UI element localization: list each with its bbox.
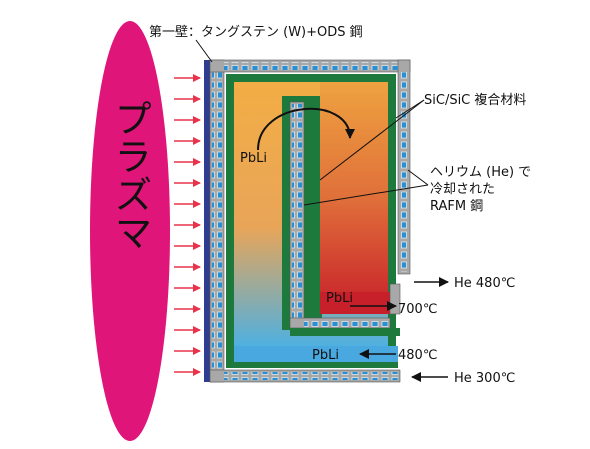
inlet-bottom-green: [226, 362, 398, 368]
he-cooled-line2: 冷却された: [430, 182, 495, 197]
he-inlet-label: He 300℃: [454, 371, 515, 386]
plasma-ellipse: [90, 21, 170, 441]
first-wall-armor: [204, 60, 210, 382]
he-cooled-leader-1: [407, 169, 429, 186]
first-wall-label: 第一壁：タングステン (W)+ODS 鋼: [149, 25, 363, 40]
sic-label: SiC/SiC 複合材料: [424, 92, 526, 108]
divider-foot-green: [290, 328, 400, 336]
plasma-label: プラズマ: [108, 99, 152, 251]
divider-cooling-channels: [292, 104, 302, 320]
heat-flux-arrows: [174, 74, 201, 376]
pbli-outlet-channel: [320, 292, 390, 314]
he-cooled-line3: RAFM 鋼: [430, 199, 483, 214]
top-wall-cooling-channels: [224, 62, 408, 70]
back-wall-cooling-channels: [400, 72, 408, 272]
he-outlet-label: He 480℃: [454, 276, 515, 291]
first-wall-cooling-channels: [212, 62, 222, 380]
pbli-circulation-label: PbLi: [240, 151, 267, 166]
bottom-wall-cooling-channels: [224, 372, 398, 380]
pbli-inlet-channel: [234, 346, 398, 362]
pbli-outlet-label: PbLi: [326, 291, 353, 306]
first-wall-leader: [195, 39, 213, 63]
pbli-outlet-temp-label: 700℃: [398, 302, 437, 317]
pbli-inlet-label: PbLi: [312, 348, 339, 363]
he-cooled-line1: ヘリウム (He) で: [430, 165, 531, 180]
pbli-inlet-temp-label: 480℃: [398, 348, 437, 363]
he-cooled-leader-2: [303, 184, 429, 206]
sic-leader-2: [319, 99, 425, 181]
back-lower-steel: [389, 283, 401, 315]
circulation-arrow: [257, 107, 355, 151]
divider-foot-channels: [304, 319, 388, 327]
